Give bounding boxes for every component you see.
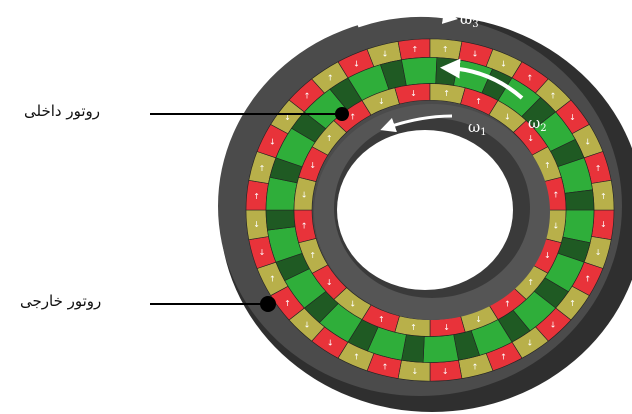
magnetization-arrow-icon: ↓ bbox=[584, 138, 591, 147]
inner-rotor-magnet-ring: ↓ ↓ ↑ ↑ ↓ ↓ ↑ ↑ ↓ ↓ ↑ ↑ ↓ ↓ ↑ ↑ ↓ ↓ ↑ ↑ ↓ ↓ ↑ ↑ bbox=[293, 83, 567, 337]
magnetization-arrow-icon: ↓ bbox=[326, 278, 333, 287]
magnetization-arrow-icon: ↓ bbox=[284, 113, 291, 122]
magnetization-arrow-icon: ↑ bbox=[442, 45, 449, 54]
magnetization-arrow-icon: ↑ bbox=[378, 315, 385, 324]
magnetization-arrow-icon: ↓ bbox=[595, 248, 602, 257]
omega-3-label: ω3 bbox=[460, 10, 479, 30]
magnetization-arrow-icon: ↑ bbox=[443, 89, 450, 98]
magnetization-arrow-icon: ↑ bbox=[550, 92, 557, 101]
magnetization-arrow-icon: ↑ bbox=[553, 191, 560, 200]
magnetization-arrow-icon: ↓ bbox=[259, 248, 266, 257]
magnetization-arrow-icon: ↑ bbox=[327, 73, 334, 82]
magnetization-arrow-icon: ↓ bbox=[550, 320, 557, 329]
magnetization-arrow-icon: ↑ bbox=[382, 362, 389, 371]
magnetization-arrow-icon: ↓ bbox=[475, 315, 482, 324]
magnetization-arrow-icon: ↑ bbox=[269, 274, 276, 283]
magnetization-arrow-icon: ↑ bbox=[284, 299, 291, 308]
magnetization-arrow-icon: ↓ bbox=[349, 300, 356, 309]
magnetization-arrow-icon: ↓ bbox=[378, 97, 385, 106]
rotation-arrow-inner bbox=[380, 114, 453, 133]
magnetization-arrow-icon: ↑ bbox=[584, 274, 591, 283]
magnetization-arrow-icon: ↓ bbox=[410, 89, 417, 98]
magnetization-arrow-icon: ↑ bbox=[253, 192, 260, 201]
omega-1-label: ω1 bbox=[468, 118, 487, 138]
magnetization-arrow-icon: ↓ bbox=[301, 191, 308, 200]
magnetization-arrow-icon: ↓ bbox=[504, 112, 511, 121]
inner-hub bbox=[314, 104, 550, 320]
modulator-piece bbox=[422, 334, 459, 363]
magnetization-arrow-icon: ↑ bbox=[326, 134, 333, 143]
magnetization-arrow-icon: ↑ bbox=[500, 353, 507, 362]
magnetization-arrow-icon: ↑ bbox=[259, 164, 266, 173]
omega-2-label: ω2 bbox=[528, 114, 547, 134]
magnetization-arrow-icon: ↑ bbox=[304, 92, 311, 101]
magnetization-arrow-icon: ↓ bbox=[500, 59, 507, 68]
inner-rotor-label: روتور داخلی bbox=[24, 102, 101, 120]
magnetization-arrow-icon: ↓ bbox=[527, 134, 534, 143]
magnetization-arrow-icon: ↓ bbox=[442, 367, 449, 376]
magnetization-arrow-icon: ↑ bbox=[472, 362, 479, 371]
magnetization-arrow-icon: ↑ bbox=[349, 112, 356, 121]
leader-inner-rotor bbox=[150, 107, 349, 121]
magnetization-arrow-icon: ↑ bbox=[544, 161, 551, 170]
magnetization-arrow-icon: ↓ bbox=[526, 339, 533, 348]
magnetization-arrow-icon: ↓ bbox=[304, 320, 311, 329]
outer-rotor-magnet-ring: ↓ ↓ ↑ ↑ ↓ ↓ ↑ ↑ ↓ ↓ ↑ ↑ ↓ ↓ ↑ ↑ ↓ ↓ ↑ ↑ ↓ ↓ ↑ ↑ ↓ ↓ ↑ ↑ ↓ ↓ ↑ ↑ ↓ ↓ ↑ ↑ bbox=[245, 38, 615, 382]
magnetization-arrow-icon: ↓ bbox=[544, 251, 551, 260]
magnetization-arrow-icon: ↓ bbox=[269, 138, 276, 147]
magnetization-arrow-icon: ↑ bbox=[526, 73, 533, 82]
leader-outer-rotor bbox=[150, 296, 276, 312]
magnetization-arrow-icon: ↑ bbox=[569, 299, 576, 308]
magnetization-arrow-icon: ↓ bbox=[309, 161, 316, 170]
modulator-piece bbox=[401, 57, 438, 86]
magnetization-arrow-icon: ↓ bbox=[253, 220, 260, 229]
magnetization-arrow-icon: ↑ bbox=[600, 192, 607, 201]
rotation-arrow-middle bbox=[440, 58, 524, 100]
magnetization-arrow-icon: ↑ bbox=[504, 300, 511, 309]
magnetization-arrow-icon: ↓ bbox=[472, 50, 479, 59]
magnetization-arrow-icon: ↑ bbox=[527, 278, 534, 287]
magnetization-arrow-icon: ↓ bbox=[382, 50, 389, 59]
magnetization-arrow-icon: ↑ bbox=[301, 221, 308, 230]
magnetization-arrow-icon: ↑ bbox=[595, 164, 602, 173]
magnetization-arrow-icon: ↓ bbox=[443, 323, 450, 332]
magnetization-arrow-icon: ↑ bbox=[353, 353, 360, 362]
magnetization-arrow-icon: ↑ bbox=[411, 45, 418, 54]
magnetization-arrow-icon: ↓ bbox=[353, 59, 360, 68]
center-bore bbox=[337, 130, 513, 290]
magnetization-arrow-icon: ↑ bbox=[309, 251, 316, 260]
modulator-gap bbox=[564, 189, 595, 211]
modulator-gap bbox=[265, 209, 296, 231]
outer-rotor-label: روتور خارجی bbox=[20, 292, 102, 310]
magnetization-arrow-icon: ↓ bbox=[569, 113, 576, 122]
rotation-arrow-outer bbox=[357, 9, 458, 28]
magnetization-arrow-icon: ↓ bbox=[553, 221, 560, 230]
magnetization-arrow-icon: ↑ bbox=[475, 97, 482, 106]
magnetization-arrow-icon: ↓ bbox=[600, 220, 607, 229]
magnetization-arrow-icon: ↓ bbox=[327, 339, 334, 348]
magnetization-arrow-icon: ↓ bbox=[411, 367, 418, 376]
magnetization-arrow-icon: ↑ bbox=[410, 323, 417, 332]
